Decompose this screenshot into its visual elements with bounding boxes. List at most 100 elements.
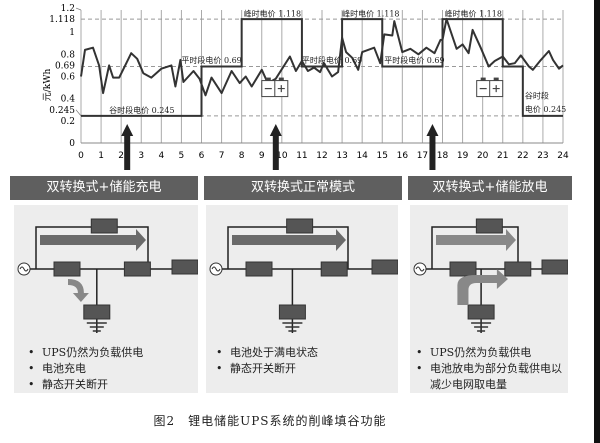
ground-icon bbox=[86, 322, 107, 332]
y-tick-label: 0.8 bbox=[61, 50, 76, 60]
ground-icon bbox=[471, 322, 492, 332]
rectifier-box bbox=[449, 261, 477, 277]
price-annotation: 峰时电价 1.118 bbox=[244, 9, 301, 19]
bullet-item: 电池放电为部分负载供电以减少电网取电量 bbox=[416, 361, 566, 393]
discharge-flow-arrow bbox=[457, 269, 508, 305]
bullet-item: 静态开关断开 bbox=[216, 361, 318, 377]
load-curve bbox=[80, 17, 564, 97]
x-tick-label: 12 bbox=[316, 151, 327, 161]
x-tick-label: 5 bbox=[179, 151, 185, 161]
y-tick-label: 0.4 bbox=[61, 95, 76, 105]
up-arrow-icon bbox=[121, 124, 134, 170]
sine-wave-icon bbox=[415, 266, 425, 272]
y-tick-label: 0.69 bbox=[55, 62, 75, 72]
bullet-item: 静态开关断开 bbox=[28, 377, 143, 393]
y-tick-label: 1.118 bbox=[49, 15, 75, 25]
inverter-box bbox=[320, 261, 348, 277]
x-tick-label: 23 bbox=[537, 151, 548, 161]
power-flow-arrow bbox=[40, 229, 146, 251]
battery-icon bbox=[476, 77, 504, 98]
y-tick-label: 1 bbox=[69, 28, 75, 38]
battery-terminal bbox=[265, 77, 271, 81]
price-annotation: 峰时电价 1.118 bbox=[445, 9, 502, 19]
inverter-box bbox=[504, 261, 532, 277]
x-tick-label: 9 bbox=[259, 151, 265, 161]
up-arrow-icon bbox=[269, 124, 282, 170]
bullet-item: UPS仍然为负载供电 bbox=[28, 345, 143, 361]
x-tick-label: 18 bbox=[437, 151, 449, 161]
x-tick-label: 13 bbox=[336, 151, 347, 161]
panel-title-discharge: 双转换式+储能放电 bbox=[408, 176, 572, 200]
image-border bbox=[594, 0, 600, 443]
y-tick-label: 0.2 bbox=[61, 117, 75, 127]
tick-leader-line bbox=[75, 109, 82, 117]
price-annotation: 峰时电价 1.118 bbox=[342, 9, 399, 19]
y-tick-label: 0.245 bbox=[49, 106, 75, 116]
bullet-item: 电池处于满电状态 bbox=[216, 345, 318, 361]
bypass-box bbox=[90, 218, 118, 234]
inverter-box bbox=[123, 261, 151, 277]
ground-icon bbox=[282, 322, 303, 332]
power-flow-arrow bbox=[436, 229, 516, 251]
bullet-list: 电池处于满电状态 静态开关断开 bbox=[216, 345, 318, 377]
x-tick-label: 19 bbox=[457, 151, 469, 161]
bullet-list: UPS仍然为负载供电 电池放电为部分负载供电以减少电网取电量 bbox=[416, 345, 566, 393]
battery-terminal bbox=[480, 77, 486, 81]
bullet-list: UPS仍然为负载供电 电池充电 静态开关断开 bbox=[28, 345, 143, 393]
plus-sign-icon bbox=[277, 85, 285, 93]
load-box bbox=[371, 259, 398, 275]
x-tick-label: 15 bbox=[377, 151, 388, 161]
price-annotation: 平时段电价 0.69 bbox=[384, 55, 444, 65]
x-tick-label: 6 bbox=[199, 151, 205, 161]
plus-sign-icon bbox=[492, 85, 500, 93]
bypass-box bbox=[475, 218, 503, 234]
bypass-box bbox=[286, 218, 314, 234]
price-annotation: 平时段电价 0.69 bbox=[181, 55, 241, 65]
x-tick-label: 2 bbox=[118, 151, 124, 161]
panel-charge: UPS仍然为负载供电 电池充电 静态开关断开 bbox=[14, 205, 198, 393]
x-tick-label: 21 bbox=[497, 151, 508, 161]
x-tick-label: 8 bbox=[239, 151, 245, 161]
charge-flow-arrow bbox=[68, 279, 89, 302]
tick-leader-line bbox=[75, 7, 82, 11]
battery-terminal bbox=[493, 77, 499, 81]
y-tick-label: 0 bbox=[69, 139, 75, 149]
ups-diagram-discharge bbox=[413, 218, 568, 333]
sine-wave-icon bbox=[19, 266, 29, 272]
price-annotation: 谷时段电价 0.245 bbox=[109, 105, 174, 115]
bullet-item: UPS仍然为负载供电 bbox=[416, 345, 566, 361]
x-tick-label: 20 bbox=[477, 151, 489, 161]
x-tick-label: 11 bbox=[296, 151, 307, 161]
rectifier-box bbox=[53, 261, 81, 277]
x-tick-label: 10 bbox=[276, 151, 288, 161]
battery-converter-box bbox=[467, 304, 495, 320]
x-tick-label: 14 bbox=[356, 151, 368, 161]
x-tick-label: 22 bbox=[517, 151, 528, 161]
x-tick-label: 3 bbox=[138, 151, 144, 161]
rectifier-box bbox=[245, 261, 273, 277]
load-box bbox=[171, 259, 198, 275]
price-step-line bbox=[81, 18, 563, 117]
y-tick-label: 0.6 bbox=[61, 73, 76, 83]
panel-title-charge: 双转换式+储能充电 bbox=[10, 176, 198, 200]
battery-icon bbox=[261, 77, 289, 98]
x-tick-label: 24 bbox=[557, 151, 569, 161]
price-annotation: 电价 0.245 bbox=[525, 104, 566, 114]
x-tick-label: 17 bbox=[417, 151, 428, 161]
panel-title-normal: 双转换式正常模式 bbox=[204, 176, 402, 200]
x-tick-label: 0 bbox=[78, 151, 84, 161]
sine-wave-icon bbox=[211, 266, 221, 272]
panel-discharge: UPS仍然为负载供电 电池放电为部分负载供电以减少电网取电量 bbox=[410, 205, 568, 393]
battery-converter-box bbox=[278, 304, 306, 320]
power-flow-arrow bbox=[232, 229, 346, 251]
battery-converter-box bbox=[83, 304, 111, 320]
x-tick-label: 1 bbox=[98, 151, 104, 161]
y-tick-label: 1.2 bbox=[61, 4, 75, 14]
price-annotation: 谷时段 bbox=[525, 91, 549, 101]
up-arrow-icon bbox=[426, 124, 439, 170]
load-box bbox=[541, 259, 568, 275]
figure-caption: 图2 锂电储能UPS系统的削峰填谷功能 bbox=[153, 414, 387, 428]
x-tick-label: 7 bbox=[219, 151, 225, 161]
price-annotation: 平时段电价 0.69 bbox=[302, 55, 362, 65]
